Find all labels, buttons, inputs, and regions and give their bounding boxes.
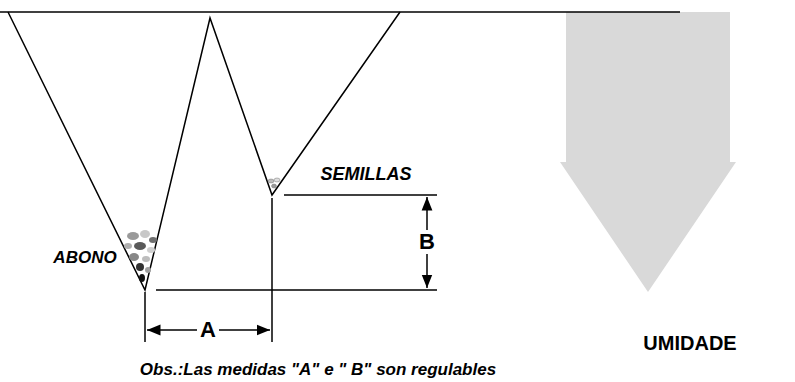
- fertilizer: [124, 230, 157, 282]
- humidity-arrow: [560, 12, 736, 292]
- caption: Obs.:Las medidas "A" e " B" son regulabl…: [140, 361, 496, 380]
- dimension-label: A: [197, 318, 219, 342]
- dimension-label: B: [416, 230, 438, 254]
- seed-label: SEMILLAS: [320, 165, 411, 185]
- humidity-label: UMIDADE: [643, 332, 736, 354]
- seeds: [268, 178, 280, 188]
- furrow-profile: [8, 12, 400, 290]
- fertilizer-label: ABONO: [53, 249, 116, 268]
- dimension-lines: [145, 195, 437, 342]
- ground-line: [0, 11, 680, 13]
